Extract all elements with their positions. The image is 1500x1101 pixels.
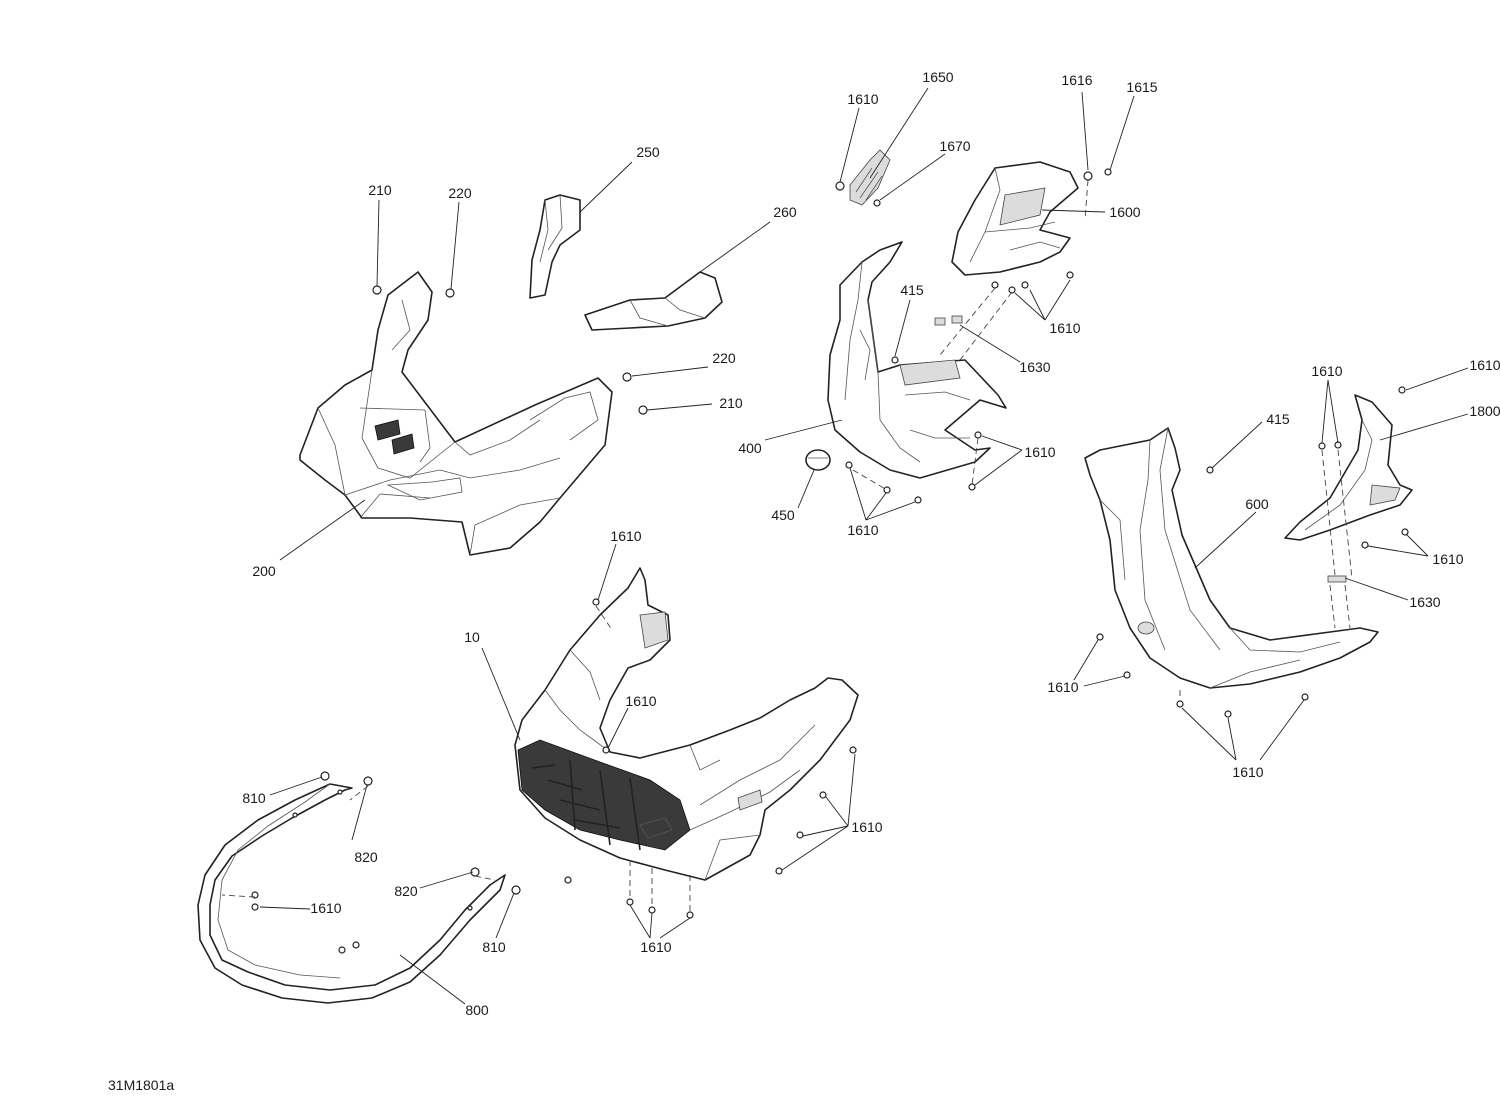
callout-820: 820: [354, 849, 378, 865]
callout-labels: 1650 1610 1670 1616 1615 1600 250 210 22…: [242, 69, 1500, 1018]
callout-820: 820: [394, 883, 418, 899]
part-200-front-fairing: [299, 271, 613, 556]
callout-600: 600: [1245, 496, 1269, 512]
callout-1610: 1610: [1469, 357, 1500, 373]
callout-450: 450: [771, 507, 795, 523]
callout-1610: 1610: [310, 900, 341, 916]
callout-210: 210: [719, 395, 743, 411]
callout-810: 810: [242, 790, 266, 806]
callout-1610: 1610: [1311, 363, 1342, 379]
callout-1610: 1610: [1047, 679, 1078, 695]
callout-10: 10: [464, 629, 480, 645]
callout-1610: 1610: [847, 522, 878, 538]
callout-1610: 1610: [1049, 320, 1080, 336]
part-1800-panel: [1284, 394, 1413, 541]
callout-1650: 1650: [922, 69, 953, 85]
callout-220: 220: [712, 350, 736, 366]
part-600-side-panel: [1084, 427, 1379, 689]
part-800-bumper: [197, 783, 506, 1004]
callout-415: 415: [1266, 411, 1290, 427]
callout-1615: 1615: [1126, 79, 1157, 95]
callout-1600: 1600: [1109, 204, 1140, 220]
callout-800: 800: [465, 1002, 489, 1018]
callout-1610: 1610: [847, 91, 878, 107]
callout-1630: 1630: [1409, 594, 1440, 610]
hardware-fasteners: [251, 168, 1409, 954]
part-1600-side-panel: [951, 161, 1079, 276]
callout-1800: 1800: [1469, 403, 1500, 419]
callout-1616: 1616: [1061, 72, 1092, 88]
callout-1670: 1670: [939, 138, 970, 154]
part-10-lower-fascia: [514, 567, 859, 881]
leader-lines: [259, 87, 1469, 1005]
callout-1610: 1610: [625, 693, 656, 709]
part-250-panel: [529, 194, 581, 299]
callout-210: 210: [368, 182, 392, 198]
callout-1610: 1610: [1024, 444, 1055, 460]
assembly-dashed-lines: [221, 179, 1353, 912]
callout-810: 810: [482, 939, 506, 955]
part-260-panel: [584, 271, 723, 331]
callout-260: 260: [773, 204, 797, 220]
callout-200: 200: [252, 563, 276, 579]
callout-1610: 1610: [1232, 764, 1263, 780]
callout-1610: 1610: [610, 528, 641, 544]
callout-1630: 1630: [1019, 359, 1050, 375]
callout-1610: 1610: [1432, 551, 1463, 567]
callout-220: 220: [448, 185, 472, 201]
callout-1610: 1610: [851, 819, 882, 835]
callout-400: 400: [738, 440, 762, 456]
figure-code: 31M1801a: [108, 1077, 174, 1093]
callout-415: 415: [900, 282, 924, 298]
callout-1610: 1610: [640, 939, 671, 955]
callout-250: 250: [636, 144, 660, 160]
part-400-side-panel: [827, 241, 1007, 479]
part-450-cap: [805, 449, 831, 471]
